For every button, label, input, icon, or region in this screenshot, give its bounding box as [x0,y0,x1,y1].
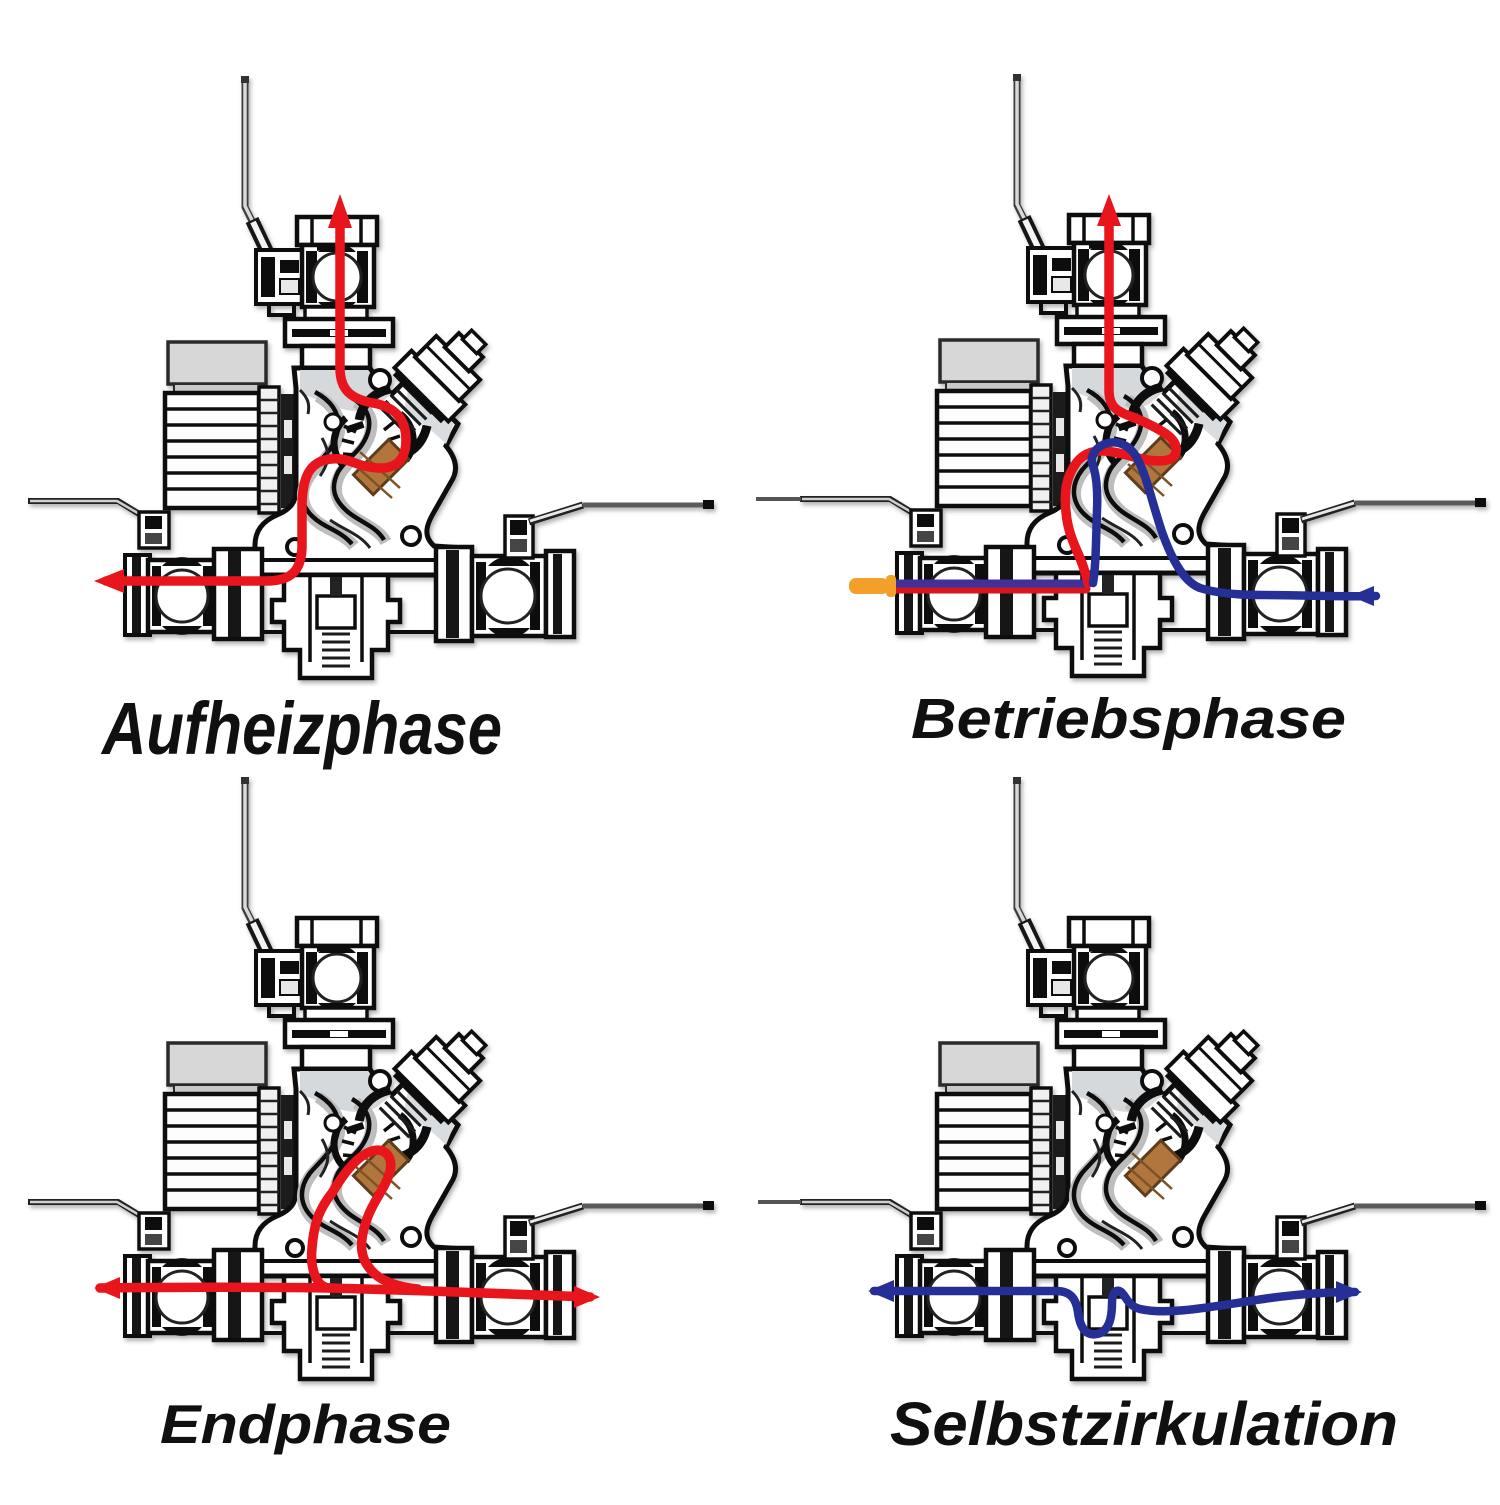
svg-text:Betriebsphase: Betriebsphase [911,687,1346,751]
svg-text:Endphase: Endphase [160,1393,451,1455]
svg-text:Selbstzirkulation: Selbstzirkulation [890,1390,1398,1458]
svg-text:Aufheizphase: Aufheizphase [100,687,502,770]
